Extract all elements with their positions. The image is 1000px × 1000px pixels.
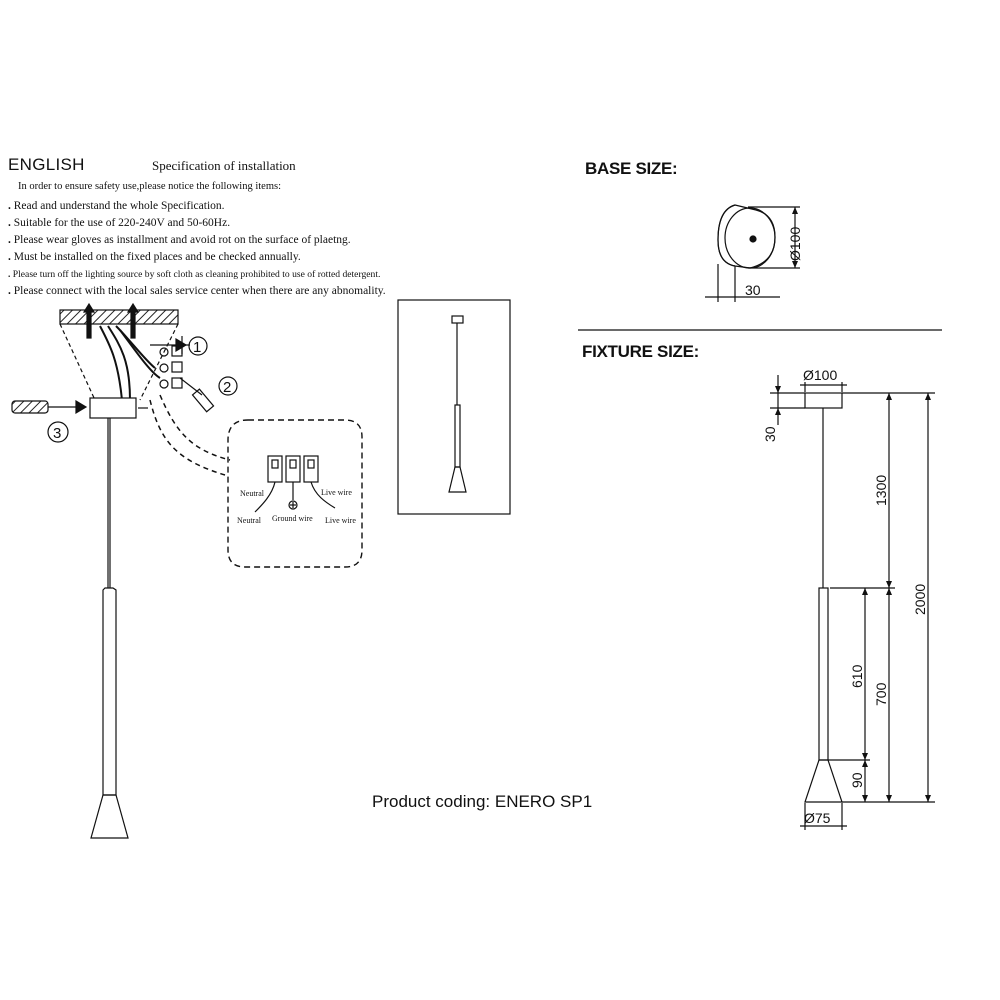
product-coding: Product coding: ENERO SP1 bbox=[372, 792, 593, 811]
note-item: Please wear gloves as installment and av… bbox=[8, 232, 386, 249]
fixture-cone bbox=[804, 759, 843, 803]
canopy bbox=[89, 397, 137, 419]
screw-icon bbox=[150, 336, 190, 354]
fixture-base-height-label: 30 bbox=[762, 426, 778, 442]
cable-length-label: 1300 bbox=[873, 475, 889, 506]
step-3-number: 3 bbox=[53, 425, 61, 442]
note-item: Please connect with the local sales serv… bbox=[8, 283, 386, 300]
fixture-size-drawing: Ø100 30 Ø75 1300 2000 bbox=[762, 367, 935, 830]
fixture-cone-diameter-label: Ø75 bbox=[804, 810, 831, 826]
connector-block-icon bbox=[254, 455, 336, 513]
wiring-detail: Neutral Neutral Ground wire Live wire Li… bbox=[227, 419, 363, 568]
body-length-label: 700 bbox=[873, 682, 889, 706]
note-item: Read and understand the whole Specificat… bbox=[8, 198, 386, 215]
label-live-bottom: Live wire bbox=[325, 516, 356, 525]
fixture-tube bbox=[818, 587, 829, 761]
total-height-label: 2000 bbox=[912, 584, 928, 615]
step-3-marker bbox=[47, 421, 69, 443]
label-ground-wire: Ground wire bbox=[272, 514, 313, 523]
fixture-size-title: FIXTURE SIZE: bbox=[582, 342, 699, 361]
base-size-drawing: Ø100 30 bbox=[705, 204, 803, 302]
screwdriver-icon bbox=[179, 377, 215, 413]
step-2-marker bbox=[218, 376, 238, 396]
label-neutral-bottom: Neutral bbox=[237, 516, 262, 525]
note-item: Suitable for the use of 220-240V and 50-… bbox=[8, 215, 386, 232]
step-2-number: 2 bbox=[223, 379, 231, 396]
note-item: Must be installed on the fixed places an… bbox=[8, 249, 386, 266]
ceiling bbox=[59, 309, 179, 325]
screwdriver-icon bbox=[11, 399, 88, 415]
note-item: Please turn off the lighting source by s… bbox=[8, 266, 386, 283]
ceiling-screw-icon bbox=[82, 302, 140, 339]
intro-text: In order to ensure safety use,please not… bbox=[18, 181, 282, 192]
spec-title: Specification of installation bbox=[152, 158, 296, 173]
pendant-tube bbox=[102, 587, 117, 796]
pendant-cone bbox=[90, 794, 129, 839]
step-1-number: 1 bbox=[193, 339, 201, 356]
base-height-label: 30 bbox=[745, 282, 761, 298]
tube-length-label: 610 bbox=[849, 664, 865, 688]
fixture-canopy bbox=[804, 392, 843, 409]
installation-diagram: 1 2 3 bbox=[11, 302, 238, 839]
label-neutral-top: Neutral bbox=[240, 489, 265, 498]
base-size-title: BASE SIZE: bbox=[585, 159, 678, 178]
step-1-marker bbox=[188, 336, 208, 356]
fixture-base-diameter-label: Ø100 bbox=[803, 367, 837, 383]
label-live-top: Live wire bbox=[321, 488, 352, 497]
base-center-hole bbox=[749, 235, 757, 243]
product-thumbnail bbox=[397, 299, 511, 515]
cone-height-label: 90 bbox=[849, 772, 865, 788]
language-label: ENGLISH bbox=[8, 155, 85, 174]
base-diameter-label: Ø100 bbox=[787, 227, 803, 261]
ground-symbol-icon bbox=[288, 500, 298, 510]
safety-notes: Read and understand the whole Specificat… bbox=[8, 198, 386, 300]
